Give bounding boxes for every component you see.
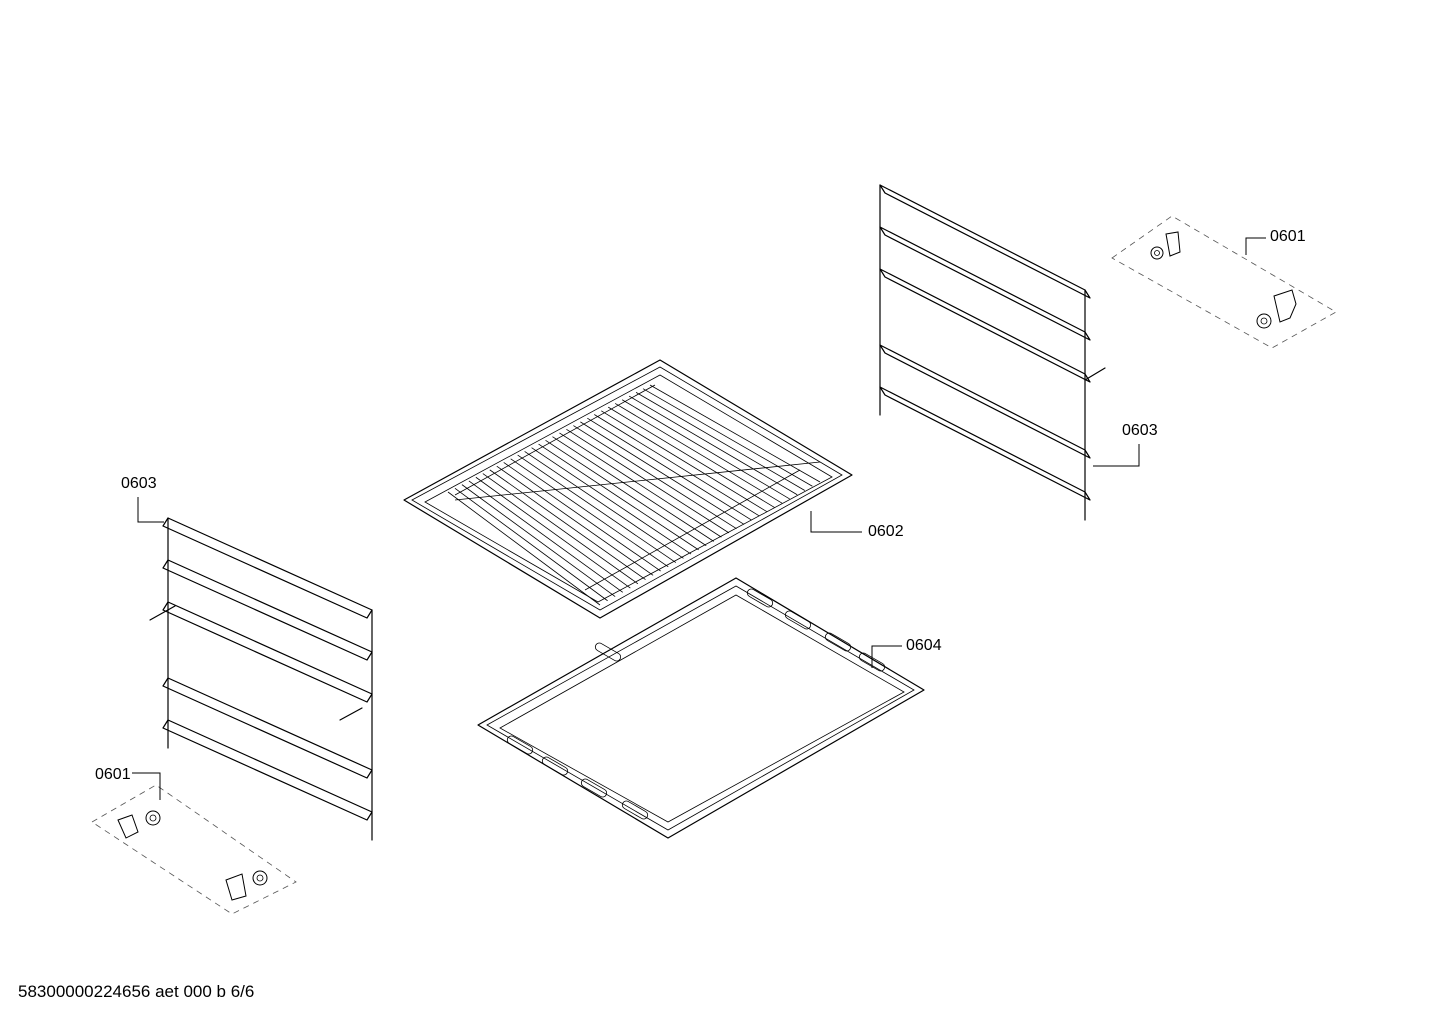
label-clips-right: 0601 (1270, 228, 1306, 245)
side-rail-left[interactable] (149, 517, 373, 841)
clip-set-left[interactable] (91, 784, 297, 915)
side-rail-right[interactable] (879, 184, 1106, 521)
clip-set-right[interactable] (1111, 215, 1337, 349)
label-rail-left: 0603 (121, 475, 157, 492)
baking-tray[interactable] (477, 577, 925, 839)
drawing-number-footer: 58300000224656 aet 000 b 6/6 (18, 982, 255, 1001)
leader-lines (132, 237, 1266, 800)
label-baking-tray: 0604 (906, 637, 942, 654)
label-rail-right: 0603 (1122, 422, 1158, 439)
label-clips-left: 0601 (95, 766, 131, 783)
label-grid-shelf: 0602 (868, 523, 904, 540)
grid-shelf[interactable] (403, 359, 853, 619)
